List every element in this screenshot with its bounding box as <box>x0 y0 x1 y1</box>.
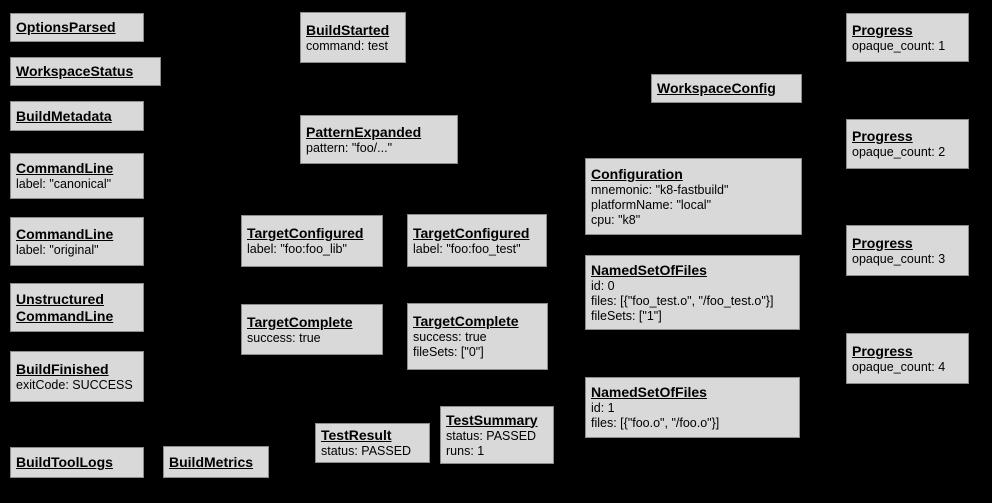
event-node-buildmetadata-2: BuildMetadata <box>10 101 144 131</box>
event-node-optionsparsed-0: OptionsParsed <box>10 13 144 42</box>
event-node-field: label: "foo:foo_test" <box>413 241 521 256</box>
event-node-title: BuildFinished <box>16 360 109 377</box>
event-node-buildtoollogs-7: BuildToolLogs <box>10 447 144 478</box>
event-node-title: OptionsParsed <box>16 19 116 35</box>
event-node-field: files: [{"foo_test.o", "/foo_test.o"}] <box>591 293 774 308</box>
event-node-field: status: PASSED <box>446 428 537 443</box>
event-node-field: opaque_count: 4 <box>852 359 946 374</box>
event-node-title: Configuration <box>591 165 683 182</box>
event-node-field: cpu: "k8" <box>591 212 641 227</box>
event-node-workspaceconfig-17: WorkspaceConfig <box>651 74 802 103</box>
event-node-field: label: "foo:foo_lib" <box>247 242 347 256</box>
event-node-title: BuildStarted <box>306 21 390 38</box>
event-node-title: CommandLine <box>16 307 114 324</box>
event-node-title: Progress <box>852 128 913 144</box>
event-node-title: Progress <box>852 21 913 38</box>
event-node-field: fileSets: ["0"] <box>413 345 484 359</box>
event-node-title: NamedSetOfFiles <box>591 384 707 400</box>
event-node-title: Unstructured <box>16 290 104 307</box>
event-node-field: command: test <box>306 38 388 53</box>
event-node-field: success: true <box>413 330 487 344</box>
event-node-field: runs: 1 <box>446 443 485 458</box>
event-node-title: TestSummary <box>446 411 538 428</box>
event-node-title: TargetConfigured <box>247 225 364 241</box>
event-node-field: label: "original" <box>16 242 99 257</box>
event-node-field: opaque_count: 2 <box>852 145 946 159</box>
event-node-field: label: "canonical" <box>16 177 112 191</box>
event-node-field: success: true <box>247 330 321 345</box>
event-node-field: opaque_count: 3 <box>852 251 946 266</box>
event-node-title: Progress <box>852 342 913 359</box>
event-node-field: fileSets: ["1"] <box>591 308 662 323</box>
event-node-title: PatternExpanded <box>306 123 422 140</box>
event-node-title: TargetComplete <box>413 313 519 329</box>
event-node-field: exitCode: SUCCESS <box>16 377 133 392</box>
event-node-title: NamedSetOfFiles <box>591 261 707 278</box>
event-node-title: Progress <box>852 234 913 251</box>
event-node-title: TargetComplete <box>247 313 353 330</box>
event-node-workspacestatus-1: WorkspaceStatus <box>10 57 161 86</box>
event-node-field: id: 1 <box>591 401 615 415</box>
event-node-title: CommandLine <box>16 160 114 176</box>
event-node-field: id: 0 <box>591 278 615 293</box>
event-node-title: BuildToolLogs <box>16 454 113 470</box>
event-node-field: platformName: "local" <box>591 197 712 212</box>
event-node-buildmetrics-8: BuildMetrics <box>163 446 269 478</box>
event-node-title: WorkspaceStatus <box>16 63 134 79</box>
event-node-title: TestResult <box>321 427 392 443</box>
event-node-title: WorkspaceConfig <box>657 80 776 96</box>
event-node-title: BuildMetrics <box>169 453 254 470</box>
event-node-field: status: PASSED <box>321 444 412 458</box>
event-node-title: BuildMetadata <box>16 107 112 124</box>
event-node-field: mnemonic: "k8-fastbuild" <box>591 182 729 197</box>
event-node-field: files: [{"foo.o", "/foo.o"}] <box>591 416 720 430</box>
event-node-field: opaque_count: 1 <box>852 38 946 53</box>
event-node-title: TargetConfigured <box>413 224 530 241</box>
event-node-title: CommandLine <box>16 225 114 242</box>
event-node-field: pattern: "foo/..." <box>306 140 393 155</box>
